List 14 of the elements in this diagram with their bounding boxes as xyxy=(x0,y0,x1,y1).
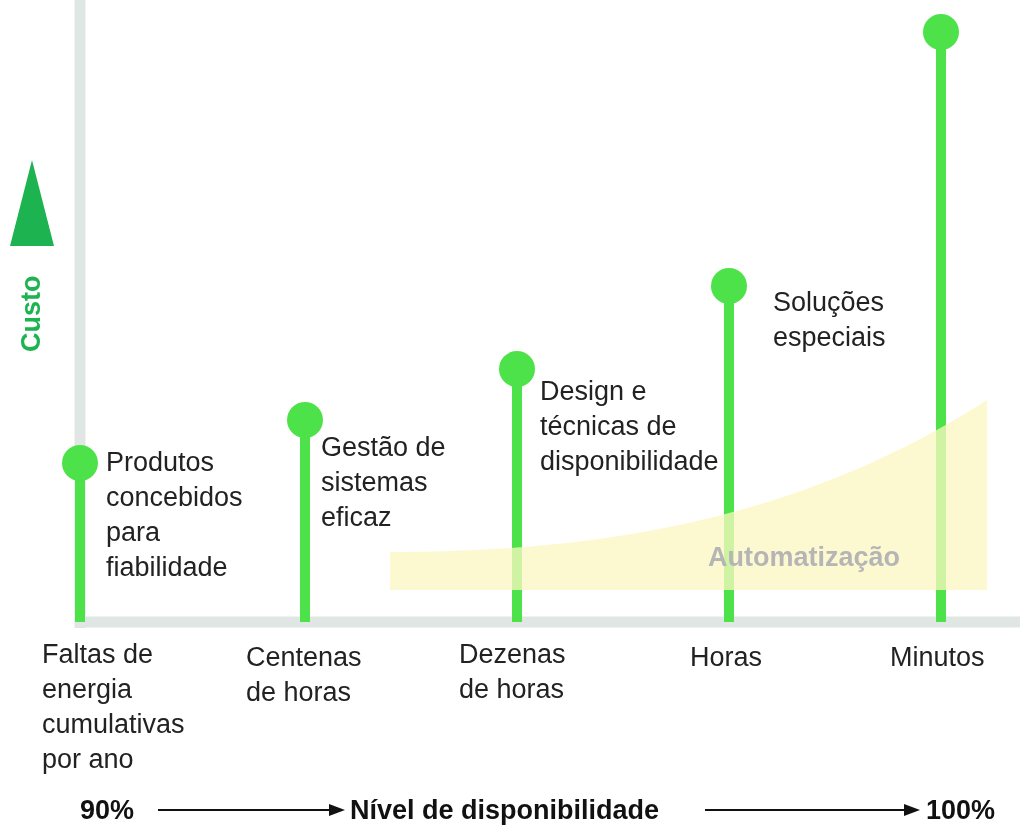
annotation-text: Design e técnicas de disponibilidade xyxy=(540,375,720,478)
axis-end-label: 90% xyxy=(80,794,135,827)
annotation-text: Gestão de sistemas eficaz xyxy=(321,431,447,534)
annotation-text: Produtos concebidos para fiabilidade xyxy=(106,446,244,584)
axis-category-label: Minutos xyxy=(890,641,985,674)
axis-title: Custo xyxy=(15,275,47,352)
axis-end-label: 100% xyxy=(926,794,996,827)
axis-title: Nível de disponibilidade xyxy=(350,794,660,827)
band-label: Automatização xyxy=(708,541,901,574)
annotation-text: Soluções especiais xyxy=(773,286,887,354)
axis-category-label: Dezenas de horas xyxy=(459,638,567,706)
axis-category-label: Horas xyxy=(690,641,763,674)
axis-category-label: Faltas de energia cumulativas por ano xyxy=(42,638,186,776)
axis-category-label: Centenas de horas xyxy=(246,641,363,709)
